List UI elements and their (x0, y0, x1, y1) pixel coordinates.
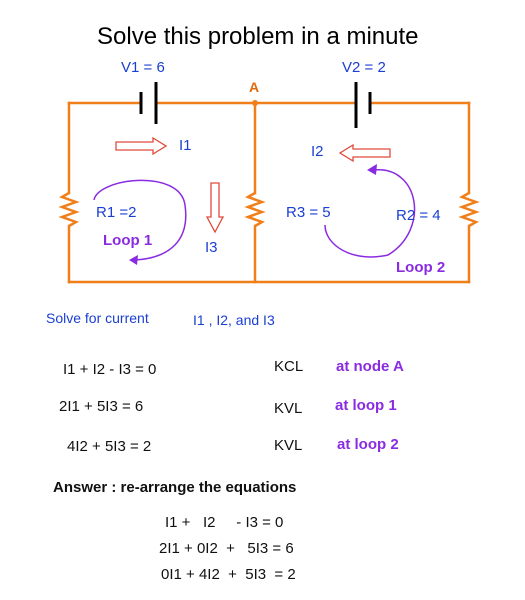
v2-label: V2 = 2 (342, 59, 386, 76)
loop1-label: Loop 1 (103, 232, 153, 249)
r2-label: R2 = 4 (396, 207, 441, 224)
law-kcl: KCL (274, 358, 304, 375)
r3-label: R3 = 5 (286, 204, 331, 221)
loop2-label: Loop 2 (396, 259, 446, 276)
i1-label: I1 (179, 137, 192, 154)
where-kvl-loop2: at loop 2 (337, 436, 399, 453)
answer-label: Answer : re-arrange the equations (53, 479, 297, 496)
page-title: Solve this problem in a minute (97, 23, 419, 50)
equation-kcl: I1 + I2 - I3 = 0 (63, 361, 157, 378)
circuit-wires (67, 101, 471, 284)
solve-prompt: Solve for current (46, 310, 149, 326)
i3-arrow-icon (205, 182, 225, 234)
loop1-arrowhead-icon (129, 255, 138, 265)
circuit-diagram (58, 82, 480, 284)
resistor-r2-symbol (458, 191, 480, 228)
law-kvl-loop1: KVL (274, 400, 303, 417)
law-kvl-loop2: KVL (274, 437, 303, 454)
loop2-path (324, 169, 416, 258)
equation-kvl-loop1: 2I1 + 5I3 = 6 (59, 398, 144, 415)
solve-currents: I1 , I2, and I3 (193, 312, 275, 328)
equation-kvl-loop2: 4I2 + 5I3 = 2 (67, 438, 152, 455)
node-a-dot (252, 100, 258, 106)
i2-label: I2 (311, 143, 324, 160)
answer-line-1: I1 + I2 - I3 = 0 (165, 514, 284, 531)
battery-v1-symbol (139, 82, 158, 124)
where-kvl-loop1: at loop 1 (335, 397, 397, 414)
resistor-r3-symbol (244, 191, 266, 228)
i3-label: I3 (205, 239, 218, 256)
v1-label: V1 = 6 (121, 59, 165, 76)
answer-line-3: 0I1 + 4I2 + 5I3 = 2 (161, 566, 296, 583)
battery-v2-symbol (354, 82, 372, 128)
resistor-r1-symbol (58, 191, 80, 228)
r1-label: R1 =2 (96, 204, 137, 221)
i1-arrow-icon (115, 136, 168, 156)
loop1-path (93, 179, 187, 261)
i2-arrow-icon (338, 143, 391, 163)
where-kcl: at node A (336, 358, 404, 375)
node-a-label: A (249, 79, 260, 95)
answer-line-2: 2I1 + 0I2 + 5I3 = 6 (159, 540, 294, 557)
loop2-arrowhead-icon (367, 164, 377, 175)
